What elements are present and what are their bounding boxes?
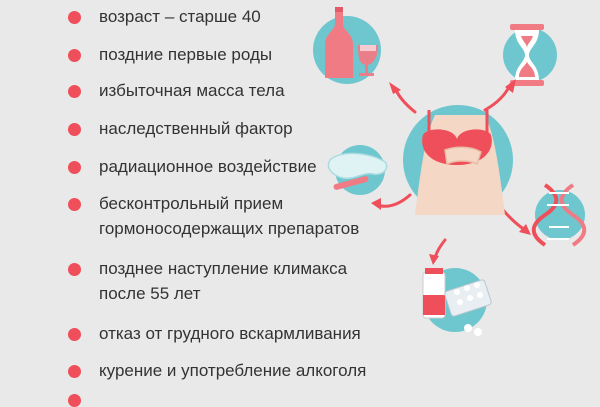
list-item-text: поздние первые роды [99, 45, 273, 64]
list-item-text: отказ от грудного вскармливания [99, 324, 361, 343]
bullet-dot [68, 11, 81, 24]
list-item-text: возраст – старше 40 [99, 7, 261, 26]
list-item-text: позднее наступление климакса после 55 ле… [99, 259, 348, 303]
bullet-dot [68, 198, 81, 211]
bullet-dot [68, 328, 81, 341]
dna-icon [531, 183, 587, 247]
bullet-dot-partial [68, 394, 81, 407]
list-item-text: избыточная масса тела [99, 81, 285, 100]
risk-factor-list: возраст – старше 40 поздние первые роды … [68, 7, 367, 407]
arrow-heads [371, 79, 531, 265]
xray-radiation-icon [327, 145, 388, 195]
list-item-text: наследственный фактор [99, 119, 293, 138]
bullet-dot [68, 161, 81, 174]
list-item-text: курение и употребление алкоголя [99, 361, 367, 380]
bullet-dot [68, 123, 81, 136]
list-item-text: радиационное воздействие [99, 157, 317, 176]
bullet-dot [68, 49, 81, 62]
list-item-text: бесконтрольный прием гормоносодержащих п… [99, 194, 360, 238]
pills-icon [422, 268, 492, 336]
bullet-dot [68, 365, 81, 378]
bullet-dot [68, 85, 81, 98]
woman-chest-pain-icon [403, 105, 513, 215]
hourglass-icon [503, 24, 557, 86]
risk-illustration [313, 7, 587, 336]
bullet-dot [68, 263, 81, 276]
wine-bottle-icon [313, 7, 381, 84]
